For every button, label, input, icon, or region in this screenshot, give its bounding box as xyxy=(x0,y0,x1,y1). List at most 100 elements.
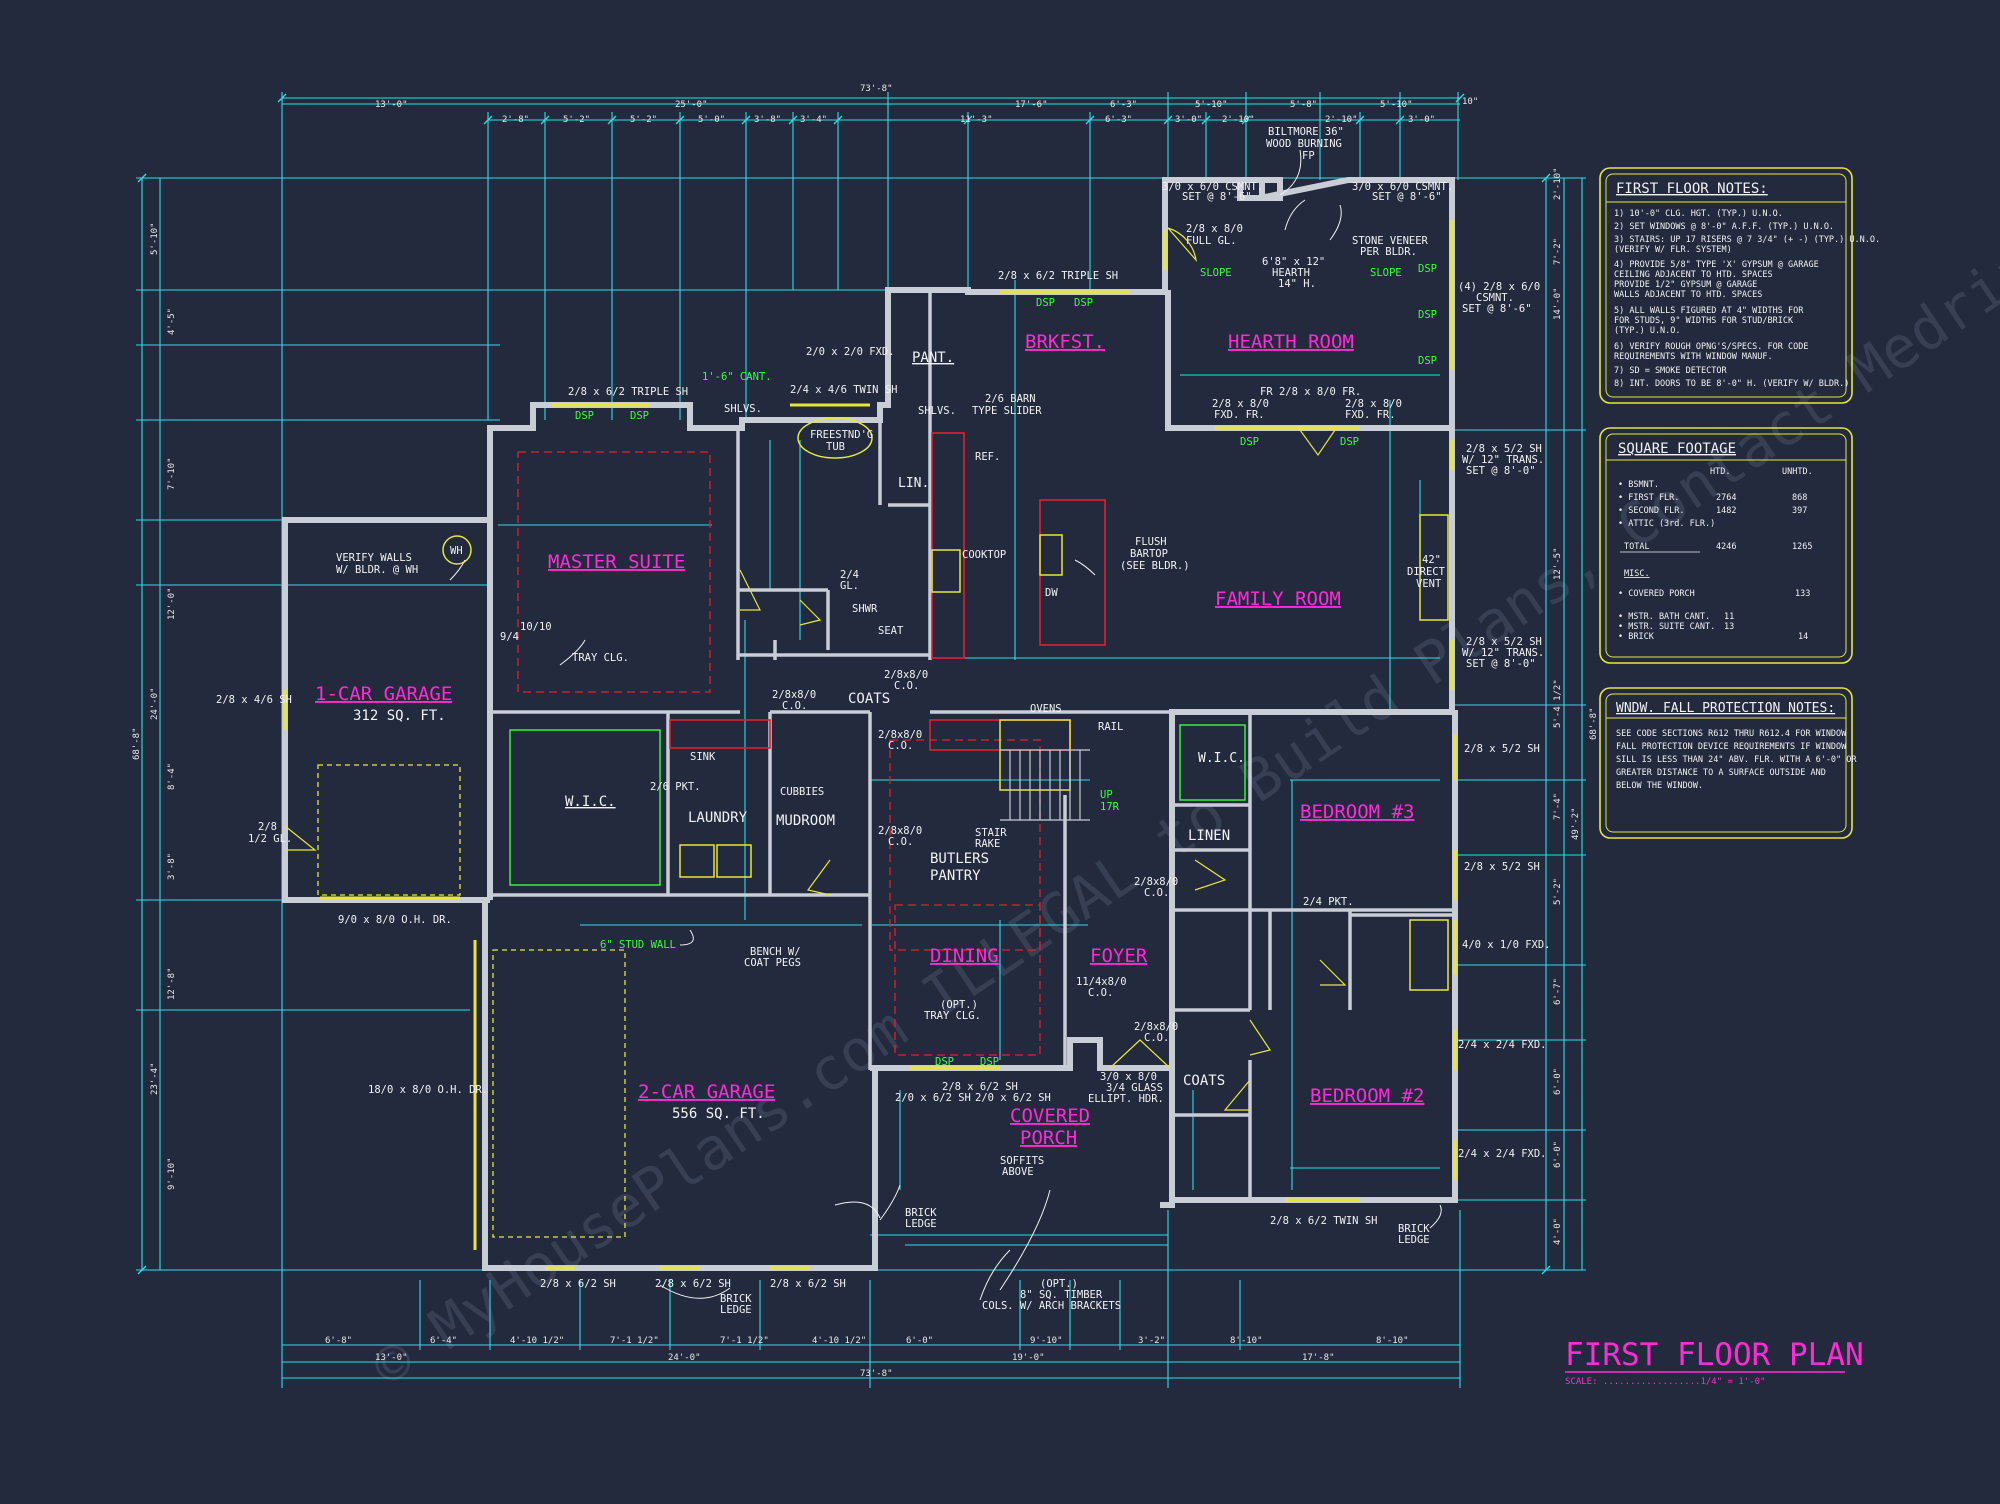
room-one-car-garage: 1-CAR GARAGE xyxy=(315,683,452,705)
label-up: UP xyxy=(1100,789,1113,801)
dim-left-2: 23'-4" xyxy=(150,1062,160,1095)
label-dsp-1: DSP xyxy=(1036,297,1055,309)
sqft-row-4-unhtd: 1265 xyxy=(1792,542,1812,552)
label-vent-1: 42" xyxy=(1422,554,1441,566)
label-triple-sh-ms: 2/8 x 6/2 TRIPLE SH xyxy=(568,386,688,398)
label-vent-2: DIRECT xyxy=(1407,566,1446,578)
room-bedroom-3: BEDROOM #3 xyxy=(1300,801,1414,823)
label-brick-1a: BRICK xyxy=(905,1207,937,1219)
sqft-row-2-unhtd: 397 xyxy=(1792,506,1807,516)
label-trans-1c: SET @ 8'-0" xyxy=(1466,465,1536,477)
sqft-row-1-htd: 2764 xyxy=(1716,493,1736,503)
dim-bot-1-2: 4'-10 1/2" xyxy=(510,1336,564,1346)
label-dsp-9: DSP xyxy=(1418,355,1437,367)
label-stud-wall: 6" STUD WALL xyxy=(600,939,676,951)
label-stair-2: RAKE xyxy=(975,838,1000,850)
label-co-2a: 2/8x8/0 xyxy=(884,669,928,681)
room-brkfst: BRKFST. xyxy=(1025,331,1105,353)
label-trans-2a: 2/8 x 5/2 SH xyxy=(1466,636,1542,648)
dim-top-outer: 73'-8" xyxy=(860,84,893,94)
label-twin-sh-b2: 2/8 x 6/2 TWIN SH xyxy=(1270,1215,1377,1227)
label-seat: SEAT xyxy=(878,625,904,637)
label-fxd-fr-r1: 2/8 x 8/0 xyxy=(1345,398,1402,410)
label-glass-2: 3/4 GLASS xyxy=(1106,1082,1163,1094)
room-coats-2: COATS xyxy=(1183,1073,1225,1089)
sqft-row-3-label: • ATTIC (3rd. FLR.) xyxy=(1618,519,1715,529)
dim-left-3: 12'-8" xyxy=(167,967,177,1000)
dim-bot-1-9: 8'-10" xyxy=(1230,1336,1263,1346)
label-ref: REF. xyxy=(975,451,1000,463)
label-co-5b: C.O. xyxy=(1144,887,1169,899)
kitchen-counters xyxy=(669,432,1106,751)
dim-bot-2-1: 24'-0" xyxy=(668,1353,701,1363)
sqft-row-6-unhtd: 133 xyxy=(1795,589,1810,599)
label-shlvs-1: SHLVS. xyxy=(724,403,762,415)
label-co-3b: C.O. xyxy=(888,740,913,752)
label-gl-2: 1/2 GL. xyxy=(248,833,292,845)
dim-top-2-2: 5'-2" xyxy=(630,115,657,125)
label-flush-2: BARTOP xyxy=(1130,548,1168,560)
room-linen: LINEN xyxy=(1188,828,1230,844)
sqft-row-7-label: • MSTR. BATH CANT. xyxy=(1618,612,1710,622)
room-bedroom-2: BEDROOM #2 xyxy=(1310,1085,1424,1107)
label-tub-1: FREESTND'G xyxy=(810,429,873,441)
room-one-car-garage-area: 312 SQ. FT. xyxy=(353,708,446,724)
notes-line-5: CEILING ADJACENT TO HTD. SPACES xyxy=(1614,270,1773,280)
label-gl-24b: GL. xyxy=(840,580,859,592)
dim-top-2-8: 3'-0" xyxy=(1175,115,1202,125)
dim-bot-1-7: 9'-10" xyxy=(1030,1336,1063,1346)
notes-line-3: (VERIFY W/ FLR. SYSTEM) xyxy=(1614,245,1732,255)
label-stone-1: STONE VENEER xyxy=(1352,235,1429,247)
dim-right-8: 6'-0" xyxy=(1553,1068,1563,1095)
label-porch-sh-1: 2/0 x 6/2 SH xyxy=(895,1092,971,1104)
label-dsp-4: DSP xyxy=(630,410,649,422)
appliances xyxy=(442,417,1449,991)
dim-right-9: 7'-2" xyxy=(1553,238,1563,265)
room-coats-1: COATS xyxy=(848,691,890,707)
label-co-2b: C.O. xyxy=(894,680,919,692)
dim-top-2-7: 6'-3" xyxy=(1105,115,1132,125)
windows xyxy=(283,220,1457,1270)
label-csmnt-left-2: SET @ 8'-6" xyxy=(1182,191,1252,203)
label-co-114-a: 11/4x8/0 xyxy=(1076,976,1127,988)
dim-left-8: 3'-8" xyxy=(167,853,177,880)
sqft-row-9-unhtd: 14 xyxy=(1798,632,1808,642)
label-d-10-10: 10/10 xyxy=(520,621,552,633)
notes-line-9: FOR STUDS, 9" WIDTHS FOR STUD/BRICK xyxy=(1614,316,1794,326)
label-twin-sh: 2/4 x 4/6 TWIN SH xyxy=(790,384,897,396)
dim-top-1-7: 10" xyxy=(1462,97,1478,107)
label-csmnt-right-2: SET @ 8'-6" xyxy=(1372,191,1442,203)
label-co-6a: 2/8x8/0 xyxy=(1134,1021,1178,1033)
room-covered-porch-1: COVERED xyxy=(1010,1105,1090,1127)
dim-left-5: 9'-10" xyxy=(167,1157,177,1190)
dim-top-1-6: 5'-10" xyxy=(1380,100,1413,110)
dim-right-10: 6'-0" xyxy=(1553,1141,1563,1168)
label-trans-2c: SET @ 8'-0" xyxy=(1466,658,1536,670)
room-family: FAMILY ROOM xyxy=(1215,588,1341,610)
label-gl-1: 2/8 xyxy=(258,821,277,833)
sqft-row-2-label: • SECOND FLR. xyxy=(1618,506,1685,516)
label-barn-2: TYPE SLIDER xyxy=(972,405,1042,417)
dim-bot-1-10: 8'-10" xyxy=(1376,1336,1409,1346)
dim-right-11: 4'-0" xyxy=(1553,1218,1563,1245)
sqft-row-8-htd: 13 xyxy=(1724,622,1734,632)
plan-scale: SCALE: ..................1/4" = 1'-0" xyxy=(1565,1377,1765,1387)
dim-bot-1-3: 7'-1 1/2" xyxy=(610,1336,659,1346)
dim-bot-1-6: 6'-0" xyxy=(906,1336,933,1346)
room-two-car-garage-area: 556 SQ. FT. xyxy=(672,1106,765,1122)
label-brick-2a: BRICK xyxy=(720,1293,752,1305)
label-stair-1: STAIR xyxy=(975,827,1007,839)
sqft-box-title: SQUARE FOOTAGE xyxy=(1618,441,1736,457)
leader-lines xyxy=(449,149,1442,1301)
label-cooktop: COOKTOP xyxy=(962,549,1006,561)
label-co-114-b: C.O. xyxy=(1088,987,1113,999)
label-cubbies: CUBBIES xyxy=(780,786,824,798)
label-brick-3b: LEDGE xyxy=(1398,1234,1430,1246)
label-shwr: SHWR xyxy=(852,603,878,615)
room-foyer: FOYER xyxy=(1090,945,1148,967)
dim-left-9: 5'-10" xyxy=(150,222,160,255)
label-bench-1: BENCH W/ xyxy=(750,946,801,958)
label-dsp-6: DSP xyxy=(1340,436,1359,448)
notes-line-13: 7) SD = SMOKE DETECTOR xyxy=(1614,366,1727,376)
label-trans-1a: 2/8 x 5/2 SH xyxy=(1466,443,1542,455)
